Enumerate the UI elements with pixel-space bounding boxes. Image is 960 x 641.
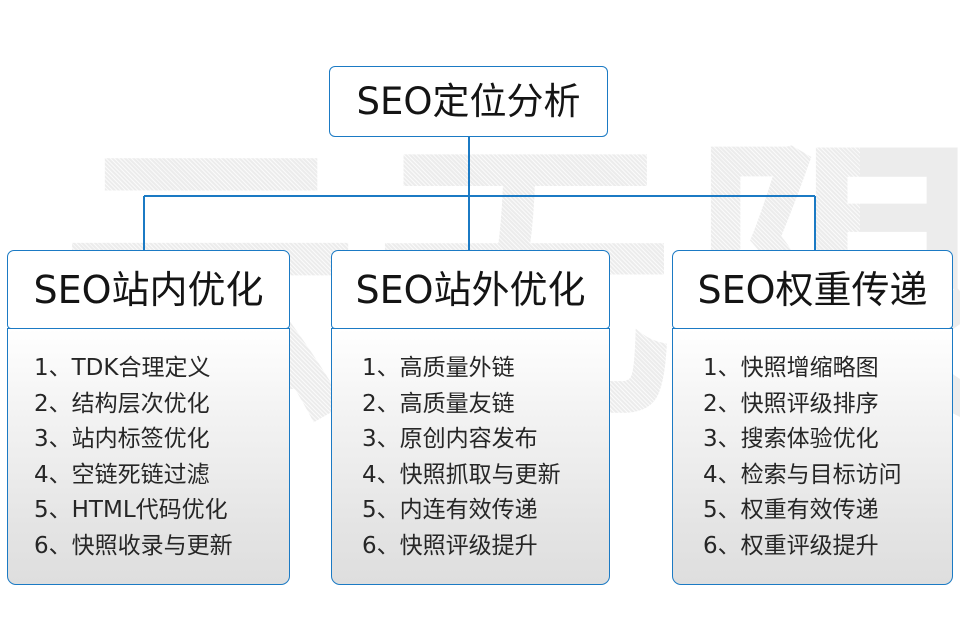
- list-item: 3、搜索体验优化: [703, 426, 879, 452]
- branch-header-weight-transfer[interactable]: SEO权重传递: [672, 250, 953, 329]
- branch-body-off-site: 1、高质量外链 2、高质量友链 3、原创内容发布 4、快照抓取与更新 5、内连有…: [331, 328, 610, 585]
- branch-item-list-weight-transfer: 1、快照增缩略图 2、快照评级排序 3、搜索体验优化 4、检索与目标访问 5、权…: [673, 351, 952, 564]
- list-item: 5、HTML代码优化: [34, 497, 228, 523]
- branch-body-on-site: 1、TDK合理定义 2、结构层次优化 3、站内标签优化 4、空链死链过滤 5、H…: [7, 328, 290, 585]
- root-node-box: SEO定位分析: [329, 66, 608, 137]
- list-item: 2、快照评级排序: [703, 390, 879, 417]
- branch-item-list-off-site: 1、高质量外链 2、高质量友链 3、原创内容发布 4、快照抓取与更新 5、内连有…: [332, 351, 609, 564]
- root-node-label: SEO定位分析: [356, 80, 581, 123]
- branch-header-off-site[interactable]: SEO站外优化: [331, 250, 610, 329]
- list-item: 4、空链死链过滤: [34, 461, 210, 488]
- list-item: 4、快照抓取与更新: [362, 461, 561, 488]
- list-item: 1、快照增缩略图: [703, 355, 879, 381]
- branch-header-on-site[interactable]: SEO站内优化: [7, 250, 290, 329]
- branch-item-list-on-site: 1、TDK合理定义 2、结构层次优化 3、站内标签优化 4、空链死链过滤 5、H…: [8, 351, 289, 564]
- list-item: 6、快照收录与更新: [34, 532, 233, 559]
- branch-body-weight-transfer: 1、快照增缩略图 2、快照评级排序 3、搜索体验优化 4、检索与目标访问 5、权…: [672, 328, 953, 585]
- list-item: 5、内连有效传递: [362, 497, 538, 523]
- list-item: 2、结构层次优化: [34, 390, 210, 417]
- branch-label-off-site: SEO站外优化: [355, 267, 586, 312]
- list-item: 3、原创内容发布: [362, 426, 538, 452]
- list-item: 1、高质量外链: [362, 355, 515, 381]
- branch-label-on-site: SEO站内优化: [33, 267, 264, 312]
- list-item: 4、检索与目标访问: [703, 461, 902, 488]
- list-item: 1、TDK合理定义: [34, 355, 211, 381]
- branch-label-weight-transfer: SEO权重传递: [697, 267, 928, 312]
- list-item: 6、快照评级提升: [362, 532, 538, 559]
- root-node[interactable]: SEO定位分析: [329, 66, 608, 137]
- list-item: 3、站内标签优化: [34, 426, 210, 452]
- list-item: 2、高质量友链: [362, 390, 515, 417]
- list-item: 5、权重有效传递: [703, 497, 879, 523]
- list-item: 6、权重评级提升: [703, 532, 879, 559]
